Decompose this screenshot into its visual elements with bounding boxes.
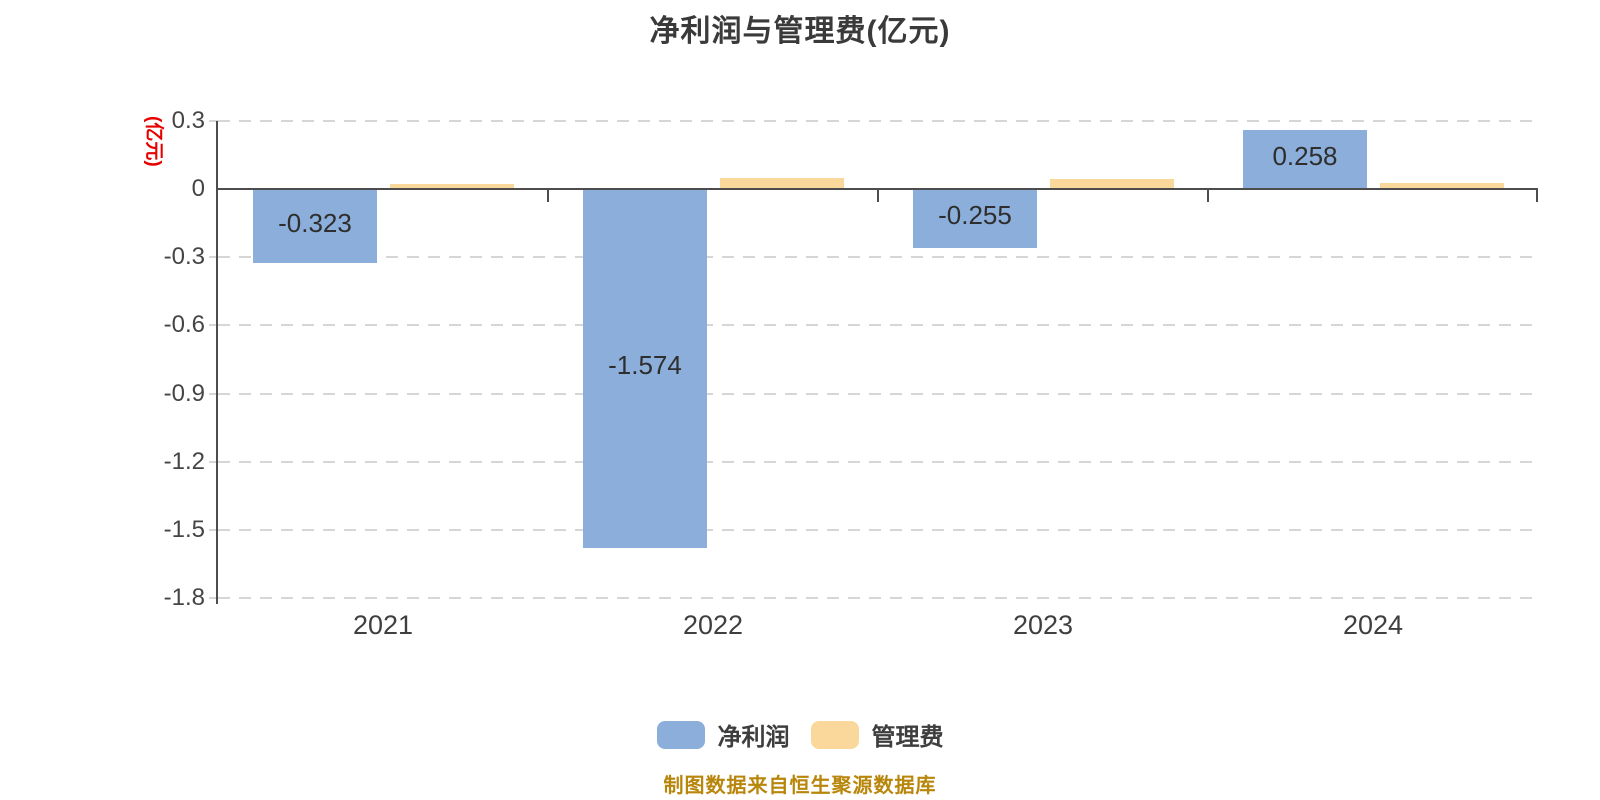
legend-label-net-profit: 净利润: [717, 724, 790, 751]
bar-净利润-2023: [913, 190, 1037, 248]
gridline--0.9: [218, 392, 1538, 395]
legend: 净利润 管理费: [0, 717, 1600, 752]
bar-管理费-2022: [720, 178, 844, 189]
bar-value-label-2022: -1.574: [608, 350, 682, 381]
x-axis-tick: [877, 189, 879, 202]
bar-value-label-2023: -0.255: [938, 200, 1012, 231]
gridline--1.5: [218, 528, 1538, 531]
bar-净利润-2022: [583, 190, 707, 548]
x-tick-label-2023: 2023: [1012, 610, 1074, 640]
legend-label-mgmt-fee: 管理费: [871, 724, 944, 751]
legend-item-net-profit[interactable]: 净利润: [656, 717, 790, 752]
x-tick-label-2022: 2022: [682, 610, 744, 640]
bar-管理费-2021: [390, 184, 514, 189]
y-axis-tick: [209, 324, 218, 327]
gridline--1.2: [218, 460, 1538, 463]
y-axis-tick: [209, 256, 218, 259]
y-tick-label--0.6: -0.6: [163, 311, 205, 339]
y-tick-label--1.5: -1.5: [163, 515, 205, 543]
x-tick-label-2024: 2024: [1342, 610, 1404, 640]
bar-管理费-2023: [1050, 178, 1174, 189]
x-axis-tick: [1536, 189, 1538, 202]
y-tick-label--0.3: -0.3: [163, 243, 205, 271]
x-axis-tick: [547, 189, 549, 202]
y-tick-label--0.9: -0.9: [163, 379, 205, 407]
y-axis-tick: [209, 597, 218, 600]
source-note: 制图数据来自恒生聚源数据库: [663, 775, 937, 797]
bar-净利润-2021: [253, 190, 377, 264]
net-profit-swatch-icon: [656, 720, 705, 749]
gridline--1.8: [218, 597, 1538, 600]
gridline-0.3: [218, 119, 1538, 122]
x-axis-tick: [1207, 189, 1209, 202]
y-axis-tick: [209, 119, 218, 122]
bar-value-label-2021: -0.323: [278, 208, 352, 239]
y-tick-label-0.3: 0.3: [171, 106, 205, 134]
chart-title: 净利润与管理费(亿元): [649, 15, 951, 48]
y-axis-tick: [209, 528, 218, 531]
bar-value-label-2024: 0.258: [1272, 141, 1338, 172]
y-axis-tick: [209, 460, 218, 463]
gridline--0.3: [218, 256, 1538, 259]
bar-管理费-2024: [1380, 183, 1504, 189]
gridline--0.6: [218, 324, 1538, 327]
y-axis-tick: [209, 392, 218, 395]
x-tick-label-2021: 2021: [352, 610, 414, 640]
y-tick-label-0: 0: [191, 175, 205, 202]
legend-item-mgmt-fee[interactable]: 管理费: [810, 717, 944, 752]
y-tick-label--1.2: -1.2: [163, 447, 205, 475]
y-tick-label--1.8: -1.8: [163, 584, 205, 612]
bar-净利润-2024: [1243, 130, 1367, 189]
y-axis-line: [216, 120, 218, 605]
mgmt-fee-swatch-icon: [810, 720, 859, 749]
